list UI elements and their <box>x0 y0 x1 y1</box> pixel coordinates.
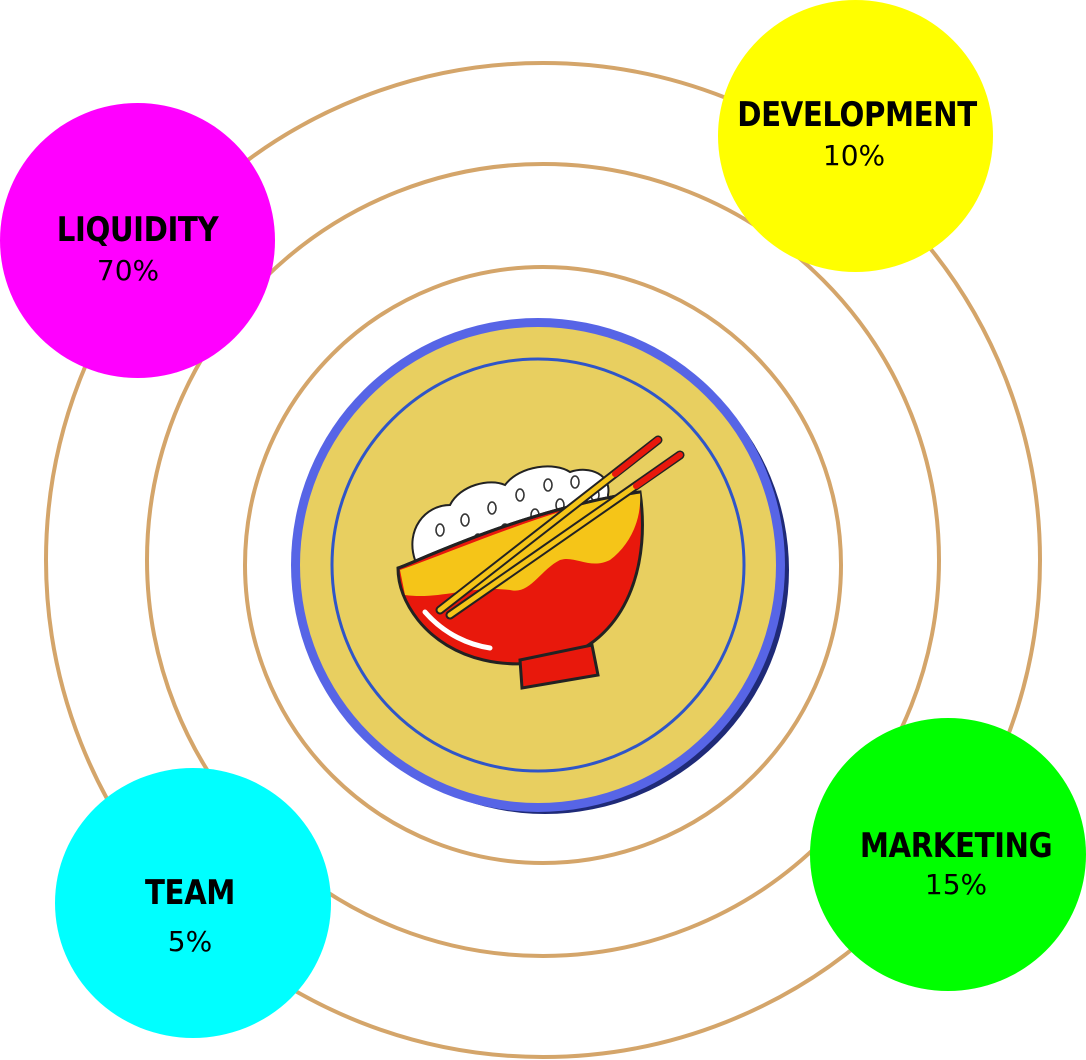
rice-bowl-coin-icon <box>291 318 789 814</box>
development-bubble <box>718 0 993 272</box>
development-label: DEVELOPMENT <box>737 95 977 135</box>
liquidity-bubble <box>0 103 275 378</box>
orbit-ring-middle <box>145 162 941 958</box>
team-percent: 5% <box>167 925 213 958</box>
liquidity-label: LIQUIDITY <box>56 210 219 250</box>
development-percent: 10% <box>822 139 886 172</box>
team-bubble <box>55 768 331 1038</box>
marketing-label: MARKETING <box>859 826 1053 866</box>
orbit-ring-outer <box>44 61 1042 1059</box>
orbit-ring-inner <box>243 265 843 865</box>
team-label: TEAM <box>145 873 235 913</box>
marketing-percent: 15% <box>924 868 988 901</box>
liquidity-percent: 70% <box>96 254 160 287</box>
marketing-bubble <box>810 718 1086 991</box>
